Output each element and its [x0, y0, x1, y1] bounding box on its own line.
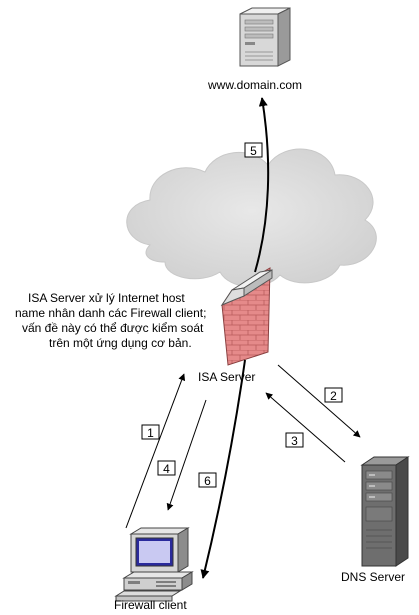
step-6-label: 6: [204, 474, 211, 488]
step-3-label: 3: [291, 434, 298, 448]
firewall-client-label: Firewall client: [114, 598, 187, 612]
step-5-box: 5: [244, 142, 263, 158]
step-1-box: 1: [141, 424, 160, 440]
step-4-box: 4: [157, 460, 176, 476]
firewall-icon: [220, 267, 273, 366]
step-1-label: 1: [147, 426, 154, 440]
step-2-box: 2: [324, 387, 343, 403]
arrow-6: [200, 359, 246, 579]
arrow-1: [125, 373, 186, 529]
arrow-4: [166, 399, 207, 511]
arrow-2: [277, 364, 361, 438]
dns-server-icon: [360, 456, 410, 567]
internet-cloud: [126, 148, 377, 288]
arrow-5: [254, 97, 270, 273]
note-line-2: name nhân danh các Firewall client;: [15, 306, 206, 320]
step-4-label: 4: [163, 462, 170, 476]
isa-server-label: ISA Server: [198, 370, 255, 384]
explanation-note: ISA Server xử lý Internet host name nhân…: [15, 291, 206, 350]
step-6-box: 6: [198, 472, 217, 488]
web-server-icon: [239, 7, 291, 67]
note-line-3: vấn đề này có thể được kiểm soát: [22, 321, 204, 335]
computer-icon: [114, 527, 194, 602]
note-line-1: ISA Server xử lý Internet host: [28, 291, 185, 305]
step-2-label: 2: [330, 389, 337, 403]
note-line-4: trên một ứng dụng cơ bản.: [49, 336, 192, 350]
web-server-label: www.domain.com: [207, 78, 302, 92]
arrow-3: [265, 392, 346, 463]
step-5-label: 5: [250, 144, 257, 158]
step-3-box: 3: [285, 432, 304, 448]
dns-server-label: DNS Server: [341, 570, 405, 584]
